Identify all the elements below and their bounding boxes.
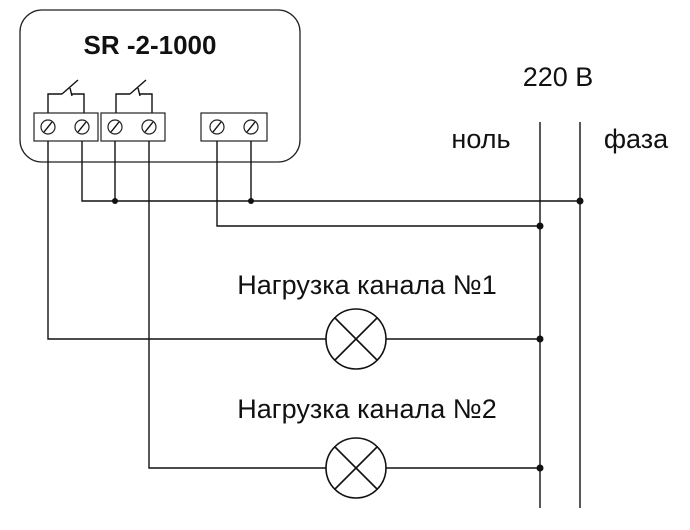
- lamp-1-icon: [325, 308, 387, 370]
- junction-dot: [576, 197, 584, 205]
- terminal-screw-icon: [74, 119, 90, 135]
- terminal-block-channel-2: [100, 112, 166, 142]
- phase-label: фаза: [604, 124, 669, 154]
- terminal-screw-icon: [141, 119, 157, 135]
- device-model-label: SR -2-1000: [84, 30, 217, 60]
- channel-2-output-wire: [148, 141, 326, 469]
- relay-contact-1-icon: [47, 79, 85, 113]
- junction-dot: [248, 198, 254, 204]
- terminal-block-channel-1: [33, 112, 99, 142]
- lamp-2-icon: [325, 437, 387, 499]
- junction-dot: [112, 198, 118, 204]
- load-1-label: Нагрузка канала №1: [237, 270, 496, 300]
- load-2-label: Нагрузка канала №2: [237, 394, 496, 424]
- terminal-screw-icon: [40, 119, 56, 135]
- terminal-block-power: [200, 112, 268, 142]
- phase-bus-wire: [81, 141, 580, 202]
- junction-dot: [536, 335, 544, 343]
- neutral-label: ноль: [451, 124, 510, 154]
- terminal-screw-icon: [243, 119, 259, 135]
- terminal-screw-icon: [209, 119, 225, 135]
- junction-dot: [536, 222, 544, 230]
- junction-dot: [536, 464, 544, 472]
- relay-contact-2-icon: [115, 79, 153, 113]
- terminal-screw-icon: [107, 119, 123, 135]
- supply-voltage-label: 220 В: [523, 62, 594, 92]
- device-neutral-wire: [216, 141, 540, 227]
- channel-1-output-wire: [47, 141, 326, 340]
